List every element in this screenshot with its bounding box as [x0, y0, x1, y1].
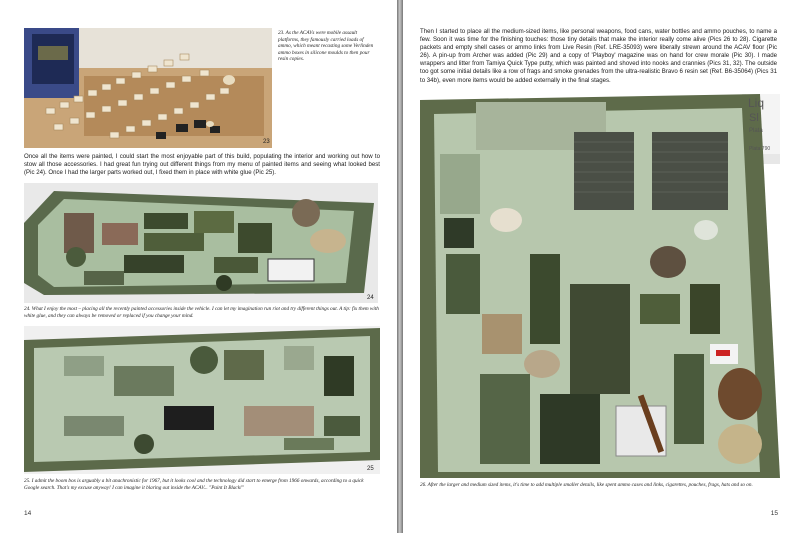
bottle-label-line-4: Plata 790	[749, 146, 771, 152]
page-number-left: 14	[24, 510, 32, 517]
bottle-label-line-1: Liq	[748, 96, 765, 110]
left-body-text: Once all the items were painted, I could…	[24, 153, 380, 177]
photo-24-number: 24	[367, 295, 374, 301]
photo-23-caption: 23. As the ACAVs were mobile assault pla…	[278, 30, 374, 63]
bottle-label-line-3: Plata	[749, 128, 763, 134]
right-body-text: Then I started to place all the medium-s…	[420, 28, 777, 84]
left-page: 23 23. As the ACAVs were mobile assault …	[0, 0, 397, 533]
page-number-right: 15	[770, 510, 778, 517]
spine-gutter	[397, 0, 403, 533]
photo-25-number: 25	[367, 466, 374, 472]
photo-23-number: 23	[263, 139, 270, 145]
bottle-label-line-2: Sl	[749, 112, 759, 124]
right-page: Then I started to place all the medium-s…	[403, 0, 800, 533]
photo-25-caption: 25. I admit the boom box is arguably a b…	[24, 478, 364, 491]
photo-26-small-details	[420, 94, 780, 478]
photo-24-caption: 24. What I enjoy the most – placing all …	[24, 306, 379, 319]
photo-23-ammo-boxes	[24, 28, 272, 148]
photo-24-interior-placement	[24, 183, 378, 303]
photo-25-interior-glued	[24, 326, 380, 474]
photo-26-caption: 26. After the larger and medium sized it…	[420, 482, 753, 488]
